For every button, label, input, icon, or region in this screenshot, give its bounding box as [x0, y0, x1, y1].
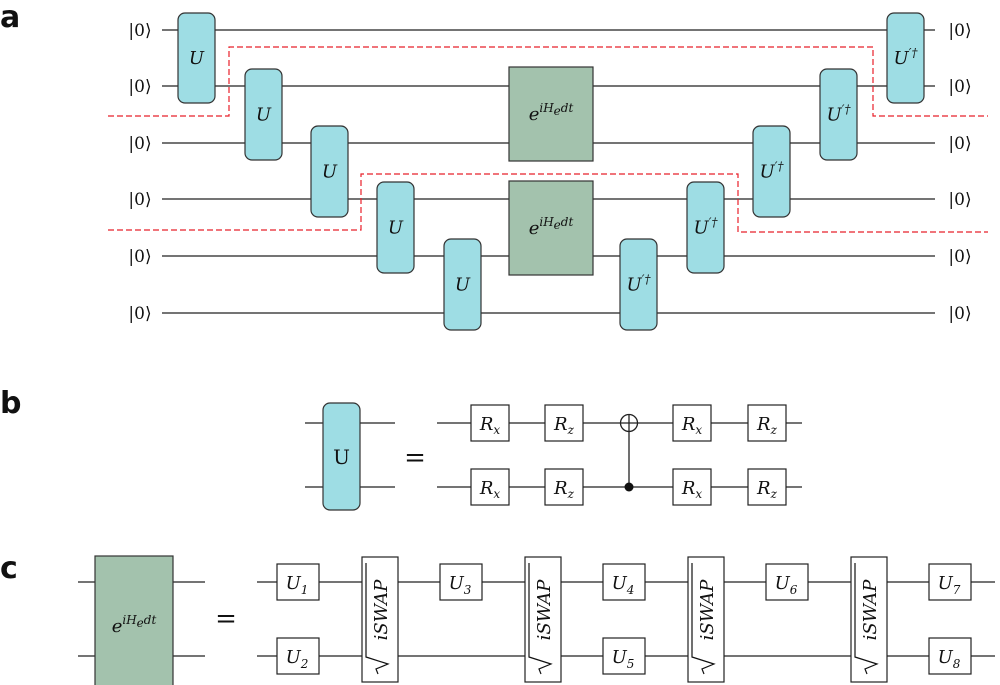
radical-sign	[528, 563, 553, 675]
input-ket: |0⟩	[128, 21, 151, 41]
sqrt-iswap-label-group: iSWAP	[854, 563, 881, 675]
evolution-block	[94, 555, 174, 685]
evolution-gate	[508, 66, 594, 162]
input-ket: |0⟩	[128, 247, 151, 267]
u-dagger-gate	[686, 181, 725, 274]
u-block	[322, 402, 361, 511]
input-ket: |0⟩	[128, 304, 151, 324]
evolution-block-label: eiHedt	[112, 613, 157, 637]
rz-label: Rz	[756, 478, 778, 501]
u-dagger-label: U′†	[694, 216, 719, 239]
rx-gate	[470, 468, 510, 506]
evolution-gate	[508, 180, 594, 276]
output-ket: |0⟩	[948, 247, 971, 267]
sqrt-iswap-label-group: iSWAP	[691, 563, 718, 675]
partition-line-upper	[108, 46, 988, 117]
u-sub-label: U7	[938, 573, 961, 597]
u-sub-label: U2	[286, 647, 309, 671]
rx-label: Rx	[479, 414, 501, 437]
panel-label-a: a	[0, 0, 20, 35]
output-ket: |0⟩	[948, 21, 971, 41]
u-dagger-label: U′†	[627, 273, 652, 296]
u-sub-gate	[602, 637, 646, 675]
radical-sign	[365, 563, 390, 675]
sqrt-iswap-gate	[524, 556, 562, 683]
radical-sign	[854, 563, 879, 675]
sqrt-iswap-label: iSWAP	[371, 579, 392, 641]
rz-label: Rz	[756, 414, 778, 437]
u-gate	[244, 68, 283, 161]
radical-sign	[691, 563, 716, 675]
rx-label: Rx	[681, 478, 703, 501]
u-sub-label: U8	[938, 647, 961, 671]
rx-label: Rx	[479, 478, 501, 501]
sqrt-iswap-label: iSWAP	[534, 579, 555, 641]
u-gate	[177, 12, 216, 104]
u-block-label: U	[333, 445, 350, 469]
panel-label-c: c	[0, 551, 18, 586]
u-gate	[310, 125, 349, 218]
rz-gate	[747, 404, 787, 442]
sqrt-iswap-label: iSWAP	[697, 579, 718, 641]
rz-gate	[544, 404, 584, 442]
u-sub-gate	[276, 637, 320, 675]
rz-label: Rz	[553, 414, 575, 437]
u-sub-label: U4	[612, 573, 635, 597]
u-sub-gate	[276, 563, 320, 601]
u-sub-gate	[439, 563, 483, 601]
output-ket: |0⟩	[948, 77, 971, 97]
equals-sign: =	[215, 604, 237, 634]
cnot-control	[624, 482, 634, 492]
u-gate-label: U	[455, 275, 471, 296]
sqrt-iswap-label-group: iSWAP	[365, 563, 392, 675]
u-sub-gate	[928, 637, 972, 675]
u-sub-label: U1	[286, 573, 309, 597]
evolution-label: eiHedt	[529, 101, 574, 125]
u-dagger-gate	[819, 68, 858, 161]
u-dagger-gate	[752, 125, 791, 218]
u-dagger-gate	[886, 12, 925, 104]
rx-gate	[470, 404, 510, 442]
rz-label: Rz	[553, 478, 575, 501]
u-gate-label: U	[322, 162, 338, 183]
evolution-label: eiHedt	[529, 215, 574, 239]
sqrt-iswap-label: iSWAP	[860, 579, 881, 641]
input-ket: |0⟩	[128, 190, 151, 210]
panel-label-b: b	[0, 386, 21, 421]
u-dagger-gate	[619, 238, 658, 331]
u-sub-label: U3	[449, 573, 472, 597]
u-gate-label: U	[256, 105, 272, 126]
rz-gate	[544, 468, 584, 506]
u-dagger-label: U′†	[827, 103, 852, 126]
sqrt-iswap-label-group: iSWAP	[528, 563, 555, 675]
u-dagger-label: U′†	[894, 46, 919, 69]
u-sub-gate	[765, 563, 809, 601]
u-sub-label: U6	[775, 573, 798, 597]
u-sub-gate	[602, 563, 646, 601]
output-ket: |0⟩	[948, 190, 971, 210]
rx-gate	[672, 468, 712, 506]
rx-label: Rx	[681, 414, 703, 437]
u-gate-label: U	[189, 48, 205, 69]
u-sub-gate	[928, 563, 972, 601]
u-gate	[443, 238, 482, 331]
u-dagger-label: U′†	[760, 160, 785, 183]
u-gate	[376, 181, 415, 274]
u-gate-label: U	[388, 218, 404, 239]
input-ket: |0⟩	[128, 77, 151, 97]
input-ket: |0⟩	[128, 134, 151, 154]
rz-gate	[747, 468, 787, 506]
output-ket: |0⟩	[948, 134, 971, 154]
equals-sign: =	[404, 443, 426, 473]
output-ket: |0⟩	[948, 304, 971, 324]
u-sub-label: U5	[612, 647, 635, 671]
partition-line-lower	[108, 173, 988, 233]
rx-gate	[672, 404, 712, 442]
